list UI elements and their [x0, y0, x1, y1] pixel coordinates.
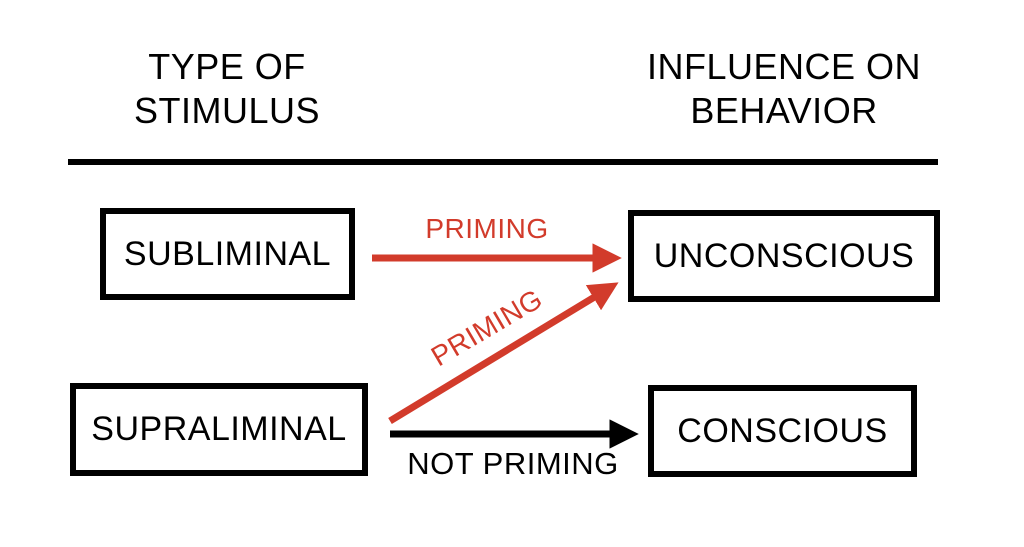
column-header-type-of-stimulus: TYPE OF STIMULUS	[57, 45, 397, 133]
edge-label-priming-horizontal: PRIMING	[425, 213, 549, 244]
node-supraliminal: SUPRALIMINAL	[70, 383, 368, 476]
edge-label-priming-diagonal: PRIMING	[425, 282, 548, 373]
header-line: TYPE OF	[148, 46, 306, 87]
header-line: INFLUENCE ON	[646, 46, 922, 87]
header-line: STIMULUS	[133, 90, 321, 131]
header-line: BEHAVIOR	[690, 90, 878, 131]
edge-label-not-priming: NOT PRIMING	[407, 446, 619, 481]
node-subliminal: SUBLIMINAL	[100, 208, 355, 300]
node-unconscious: UNCONSCIOUS	[628, 210, 940, 302]
header-divider-rule	[68, 159, 938, 165]
node-conscious: CONSCIOUS	[648, 385, 917, 477]
column-header-influence-on-behavior: INFLUENCE ON BEHAVIOR	[614, 45, 954, 133]
